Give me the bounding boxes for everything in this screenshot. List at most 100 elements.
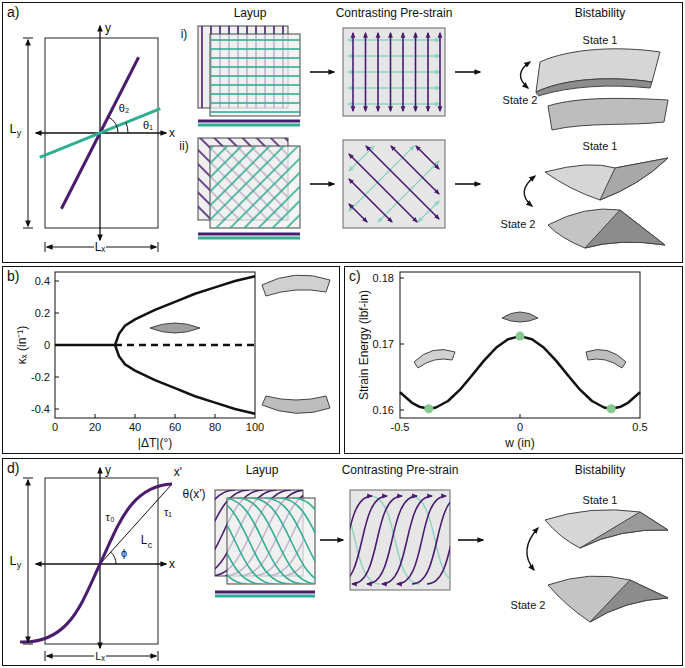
layup-angle-ply: [349, 146, 439, 222]
energy-plot: [400, 272, 640, 418]
layup-cross-ply: [343, 28, 445, 116]
energy-plot: [400, 344, 404, 345]
curvature-plot: [262, 275, 330, 296]
layup-cross-ply: [427, 33, 429, 111]
curvature-plot: [55, 272, 255, 418]
energy-plot: [400, 272, 640, 418]
layup-angle-ply: [455, 183, 480, 185]
energy-plot: [400, 278, 404, 279]
layup-cross-ply: [198, 26, 668, 130]
layup-angle-ply: [210, 146, 300, 228]
state-label: State 1: [582, 495, 619, 506]
tick-label: 80: [208, 422, 222, 433]
layup-angle-ply: [198, 138, 668, 248]
layup-angle-ply: [349, 154, 417, 222]
layup-angle-ply: [198, 237, 300, 240]
tick-label: -0.2: [30, 372, 51, 383]
layup-cross-ply: [348, 40, 440, 104]
column-heading: Bistability: [574, 464, 627, 476]
layup-angle-ply: [349, 146, 439, 222]
curvature-plot: [55, 409, 59, 410]
layup-curvilinear: [155, 490, 668, 622]
layup-cross-ply: [210, 34, 300, 116]
layup-angle-ply: [343, 140, 445, 228]
layup-curvilinear: [382, 496, 432, 584]
column-heading: Layup: [245, 464, 280, 476]
dimension-subscript: y: [16, 129, 23, 138]
layup-angle-ply: [585, 210, 665, 248]
panel-label: d): [7, 461, 19, 476]
layup-curvilinear: [427, 496, 450, 584]
state-label: State 2: [502, 95, 539, 106]
curvature-plot: [55, 272, 330, 418]
tick-label: 0.17: [372, 339, 395, 350]
layup-angle-ply: [349, 179, 392, 222]
ply-angle-sketch: [45, 242, 46, 252]
curvilinear-fiber-sketch: [99, 468, 100, 648]
layup-curvilinear: [458, 539, 483, 541]
tick-label: 0: [516, 422, 524, 433]
curvilinear-fiber-sketch: [20, 468, 172, 661]
axis-label: y: [104, 22, 112, 34]
angle-label: θ(x'): [182, 488, 207, 500]
layup-cross-ply: [455, 71, 480, 73]
ply-angle-sketch: [23, 26, 166, 252]
tick-label: 0.2: [34, 308, 51, 319]
dimension-label: Lₓ: [94, 651, 106, 662]
panel-label: a): [7, 5, 19, 20]
layup-angle-ply: [310, 183, 334, 185]
layup-curvilinear: [215, 591, 315, 594]
layup-curvilinear: [215, 595, 315, 598]
tick-label: 40: [128, 422, 142, 433]
tick-label: 60: [168, 422, 182, 433]
layup-cross-ply: [365, 33, 367, 111]
curvature-plot: [95, 414, 96, 418]
state-label: State 1: [582, 35, 619, 46]
tick-label: 0: [51, 422, 59, 433]
layup-cross-ply: [198, 124, 300, 127]
energy-plot: [516, 332, 525, 341]
layup-curvilinear: [350, 496, 450, 584]
layup-curvilinear: [412, 496, 450, 584]
layup-curvilinear: [350, 496, 380, 584]
layup-cross-ply: [210, 34, 300, 116]
curvilinear-fiber-sketch: [100, 484, 172, 564]
panel-label: c): [349, 269, 361, 284]
layup-curvilinear: [580, 512, 668, 548]
layup-cross-ply: [198, 120, 300, 123]
ply-angle-sketch: [158, 242, 159, 252]
layup-angle-ply: [391, 146, 439, 194]
dimension-label: Lₓ: [94, 241, 107, 253]
angle-label: ϕ: [120, 548, 128, 559]
angle-label: θ₂: [118, 103, 130, 114]
layup-cross-ply: [348, 71, 440, 72]
energy-plot: [414, 350, 455, 368]
curvature-plot: [135, 414, 136, 418]
layup-cross-ply: [439, 33, 441, 111]
layup-curvilinear: [293, 498, 315, 584]
curvature-plot: [55, 281, 59, 282]
ply-angle-sketch: [126, 123, 128, 134]
tick-label: 0.18: [372, 273, 395, 284]
curvature-plot: [115, 276, 255, 345]
figure-panel: d): [2, 458, 683, 666]
layup-cross-ply: [352, 33, 354, 111]
layup-curvilinear: [548, 576, 668, 622]
layup-cross-ply: [348, 55, 440, 56]
curvilinear-fiber-sketch: [28, 480, 29, 642]
energy-plot: [400, 410, 404, 411]
column-heading: Contrasting Pre-strain: [335, 7, 454, 19]
curvature-plot: [55, 377, 59, 378]
angle-label: θ₁: [142, 120, 154, 131]
angle-label: τ₀: [105, 512, 116, 523]
state-label: State 2: [510, 600, 547, 611]
layup-angle-ply: [349, 204, 367, 222]
layup-cross-ply: [377, 33, 379, 111]
angle-label: τ₁: [163, 507, 173, 518]
curvature-plot: [115, 344, 255, 347]
dimension-subscript: y: [16, 561, 23, 570]
curvilinear-fiber-sketch: [23, 644, 33, 645]
energy-plot: [400, 278, 520, 418]
